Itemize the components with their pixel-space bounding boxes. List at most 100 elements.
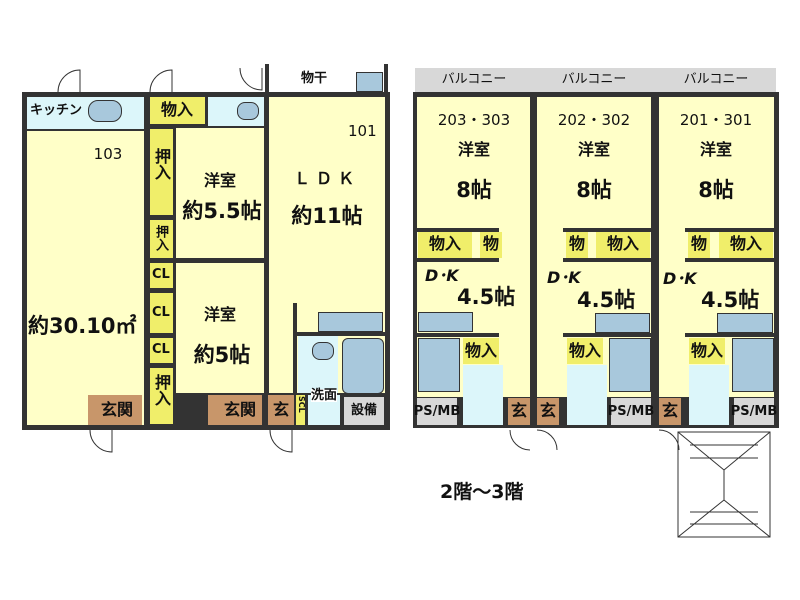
- inner-wall: [417, 333, 499, 337]
- balcony-label: バルコニー: [441, 72, 507, 87]
- stair-steps: [690, 444, 758, 525]
- equipment-room: [344, 397, 384, 425]
- outdoor-unit: [356, 72, 383, 92]
- room-size: 8帖: [576, 178, 612, 202]
- inner-wall: [563, 258, 651, 262]
- unit-number: 201・301: [679, 111, 753, 129]
- storage-c: [689, 338, 725, 364]
- closet-2: [150, 220, 173, 258]
- inner-wall: [685, 258, 775, 262]
- bath-unit: [609, 338, 651, 392]
- closet-1: [150, 129, 173, 215]
- unit-number-101: 101: [348, 122, 377, 140]
- room-2-size: 約5帖: [193, 343, 251, 367]
- inner-wall: [685, 228, 775, 232]
- kitchen-label: キッチン: [30, 103, 83, 118]
- balcony-label: バルコニー: [561, 72, 627, 87]
- toilet-icon: [237, 102, 259, 120]
- ps-mb: [417, 398, 457, 425]
- entrance-102-label: 玄関: [223, 400, 257, 419]
- room-label: 洋室: [699, 140, 733, 159]
- entrance-103-label: 玄関: [100, 400, 134, 419]
- room-size: 8帖: [698, 178, 734, 202]
- entrance: [659, 398, 681, 425]
- room-label: 洋室: [577, 140, 611, 159]
- room-1-size: 約5.5帖: [182, 199, 262, 223]
- ldk-label: ＬＤＫ: [293, 169, 361, 188]
- ps-mb-label: PS/MB: [607, 404, 655, 419]
- stair-outline: [677, 431, 771, 538]
- room-1-label: 洋室: [203, 171, 237, 190]
- storage-b-label: 物: [690, 234, 708, 253]
- entrance: [508, 398, 530, 425]
- toilet-icon: [312, 342, 334, 360]
- storage-c: [567, 338, 603, 364]
- closet-2-label: 押入: [153, 225, 168, 251]
- door-swing: [149, 69, 173, 93]
- unit-number-103: 103: [93, 145, 123, 163]
- equipment-label: 設備: [350, 403, 378, 418]
- storage-b-label: 物: [482, 234, 500, 253]
- ps-mb-label: PS/MB: [730, 404, 778, 419]
- entrance-101: [268, 395, 294, 425]
- kitchen-counter: [418, 312, 473, 332]
- shoe-closet: [296, 395, 305, 425]
- entrance-label: 玄: [510, 401, 528, 420]
- storage-a-label: 物入: [606, 234, 640, 253]
- door-swing: [57, 69, 81, 93]
- dk-size: 4.5帖: [701, 288, 760, 312]
- dk-size: 4.5帖: [577, 288, 636, 312]
- entrance-103: [88, 395, 142, 425]
- inner-wall: [563, 333, 651, 337]
- door-swing: [239, 67, 263, 91]
- dk-label: D･K: [425, 266, 459, 285]
- unit-201-301: バルコニー 201・301 洋室 8帖 物 物入 D･K 4.5帖 物入 玄 P…: [659, 0, 778, 440]
- storage-top-label: 物入: [160, 100, 194, 119]
- inner-wall: [417, 258, 499, 262]
- room-label: 洋室: [457, 140, 491, 159]
- storage-c-label: 物入: [568, 341, 602, 360]
- storage-a-label: 物入: [428, 234, 462, 253]
- entrance-label: 玄: [539, 401, 557, 420]
- cl-1-label: CL: [152, 267, 170, 282]
- balcony-strip: [415, 68, 776, 92]
- inner-wall: [293, 303, 297, 395]
- storage-a: [418, 232, 472, 258]
- room-2-label: 洋室: [203, 305, 237, 324]
- cl-2: [150, 293, 173, 333]
- unit-202-302: バルコニー 202・302 洋室 8帖 物 物入 D･K 4.5帖 物入 玄 P…: [537, 0, 655, 440]
- storage-b: [688, 232, 710, 258]
- kitchen-counter: [318, 312, 383, 332]
- ps-mb: [734, 398, 774, 425]
- drying-area-label: 物干: [300, 71, 328, 86]
- storage-b: [566, 232, 588, 258]
- entrance-label: 玄: [661, 401, 679, 420]
- balcony-label: バルコニー: [683, 72, 749, 87]
- storage-b: [480, 232, 502, 258]
- inner-wall: [563, 228, 651, 232]
- storage-c-label: 物入: [464, 341, 498, 360]
- inner-wall: [685, 333, 775, 337]
- door-swing: [536, 429, 558, 451]
- storage-c-label: 物入: [690, 341, 724, 360]
- storage-c: [463, 338, 499, 364]
- cl-3-label: CL: [152, 342, 170, 357]
- ps-mb: [611, 398, 651, 425]
- inner-wall: [417, 228, 499, 232]
- door-swing: [658, 429, 680, 451]
- washroom: [463, 365, 503, 425]
- scl-label: SCL: [297, 396, 306, 413]
- western-room-2: [176, 263, 264, 393]
- closet-3: [150, 368, 173, 424]
- kitchen-area: [27, 97, 144, 129]
- toilet-icon: [88, 100, 122, 122]
- bathtub-icon: [342, 338, 384, 394]
- cl-1: [150, 263, 173, 288]
- unit-203-303: バルコニー 203・303 洋室 8帖 物入 物 D･K 4.5帖 物入 PS/…: [414, 0, 531, 440]
- washroom-label: 洗面: [311, 388, 338, 403]
- washroom: [567, 365, 607, 425]
- entrance-102: [208, 395, 262, 425]
- washroom: [689, 365, 729, 425]
- storage-a: [596, 232, 650, 258]
